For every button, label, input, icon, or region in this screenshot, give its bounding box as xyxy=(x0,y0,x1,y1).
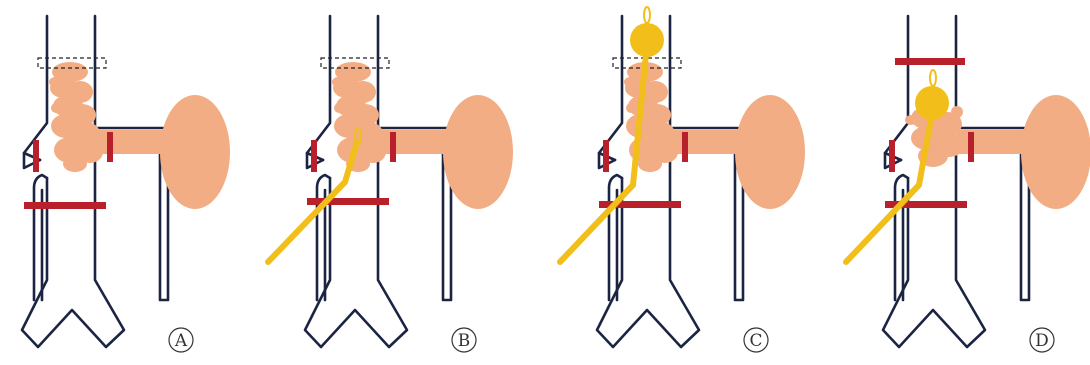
clamp-suprahepatic xyxy=(895,58,965,65)
inflated-balloon xyxy=(915,86,949,120)
vessel-anatomy xyxy=(305,16,513,347)
inflated-balloon xyxy=(630,23,664,57)
clamp-left-vein xyxy=(33,140,39,172)
clamp-renal-vein xyxy=(682,132,688,162)
panel-b: B xyxy=(268,16,513,352)
clamp-renal-vein xyxy=(107,132,113,162)
catheter-tip xyxy=(930,70,936,86)
clamp-left-vein xyxy=(311,140,317,172)
clamp-left-vein xyxy=(889,140,895,172)
vessel-anatomy xyxy=(883,16,1090,347)
panel-a: A xyxy=(22,16,230,352)
panel-label: B xyxy=(458,331,471,351)
panel-label: D xyxy=(1035,331,1049,351)
clamp-infrahepatic xyxy=(24,202,106,209)
vessel-anatomy xyxy=(22,16,230,347)
panel-d: D xyxy=(846,16,1090,352)
clamp-left-vein xyxy=(603,140,609,172)
clamp-renal-vein xyxy=(390,132,396,162)
panel-label: A xyxy=(174,331,188,351)
clamp-renal-vein xyxy=(968,132,974,162)
clamp-infrahepatic xyxy=(307,198,389,205)
panel-label: C xyxy=(749,331,762,351)
catheter-tip xyxy=(644,7,650,23)
panel-c: C xyxy=(560,7,805,352)
vessel-anatomy xyxy=(597,16,805,347)
